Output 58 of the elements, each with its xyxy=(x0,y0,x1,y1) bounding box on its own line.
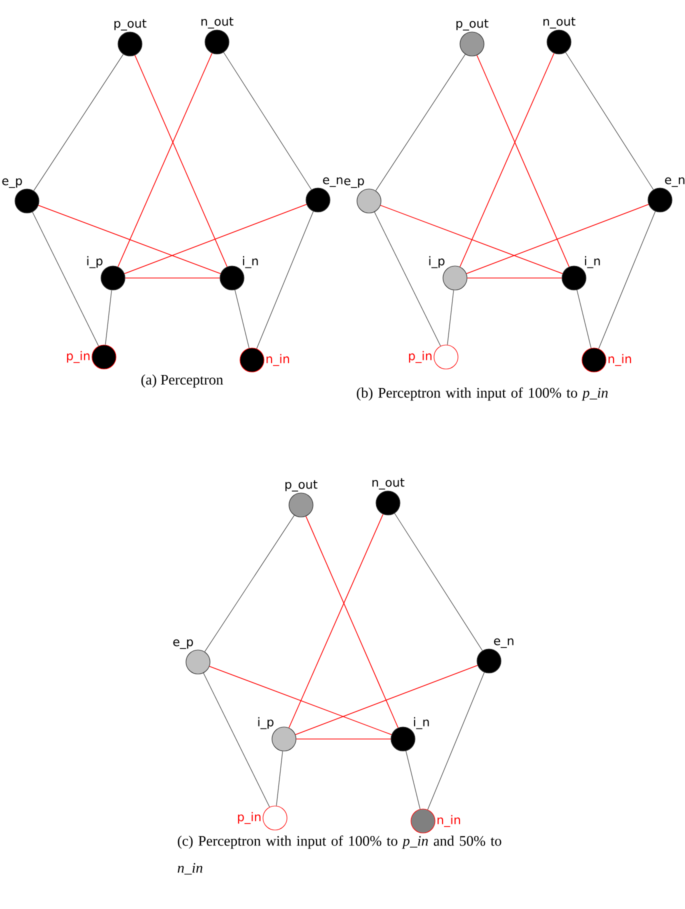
node-label: i_n xyxy=(243,256,258,268)
node-label: p_in xyxy=(409,351,432,363)
connection-line xyxy=(374,212,441,346)
connection-line xyxy=(375,54,466,192)
connection-line xyxy=(288,514,384,728)
connection-line xyxy=(209,666,392,736)
node-label: e_p xyxy=(2,178,22,188)
connection-line xyxy=(466,204,649,274)
connection-line xyxy=(460,52,554,268)
node-label: e_n xyxy=(665,177,684,187)
connection-line xyxy=(32,212,99,346)
caption: (c) Perceptron with input of 100% to p_in and 50% to n_in xyxy=(178,835,502,875)
connection-line xyxy=(118,52,212,268)
node-label: n_in xyxy=(266,354,290,366)
connection-line xyxy=(204,514,295,652)
node-label: p_in xyxy=(67,351,90,363)
connection-line xyxy=(203,672,270,808)
node-label: e_n xyxy=(494,638,514,648)
connection-line xyxy=(105,290,112,346)
connection-line xyxy=(380,204,563,274)
caption: (a) Perceptron xyxy=(141,374,224,388)
connection-line xyxy=(124,204,307,274)
connection-line xyxy=(296,738,392,740)
node-label: n_in xyxy=(608,354,632,366)
connection-line xyxy=(33,54,124,192)
node-label: n_out xyxy=(372,478,404,490)
connection-line xyxy=(38,204,221,274)
caption: (b) Perceptron with input of 100% to p_in xyxy=(356,387,608,401)
connection-line xyxy=(306,516,398,728)
node-label: p_out xyxy=(285,480,318,492)
node-label: n_in xyxy=(438,815,460,827)
connection-line xyxy=(295,664,478,736)
node-label: p_in xyxy=(238,812,260,824)
connection-line xyxy=(447,290,454,346)
connection-line xyxy=(256,211,314,349)
node-label: n_out xyxy=(543,17,576,28)
connection-line xyxy=(234,290,250,348)
node-label: e_p xyxy=(173,639,193,649)
connection-line xyxy=(406,750,420,810)
node-label: e_p xyxy=(344,178,364,188)
node-label: p_out xyxy=(456,19,488,30)
connection-line xyxy=(598,211,656,349)
connection-line xyxy=(394,513,483,651)
connection-line xyxy=(565,52,654,190)
node-label: n_out xyxy=(201,17,234,28)
connection-line xyxy=(576,290,592,348)
connection-line xyxy=(134,54,228,268)
connection-line xyxy=(427,672,485,810)
connection-line xyxy=(223,52,312,190)
connection-line xyxy=(276,750,283,806)
connection-line xyxy=(476,54,570,268)
node-label: i_p xyxy=(87,256,102,268)
node-label: i_n xyxy=(414,717,429,730)
node-label: e_n xyxy=(323,177,342,187)
node-label: p_out xyxy=(114,19,146,30)
node-label: i_n xyxy=(585,256,600,268)
node-label: i_p xyxy=(429,256,444,268)
node-label: i_p xyxy=(258,717,274,730)
